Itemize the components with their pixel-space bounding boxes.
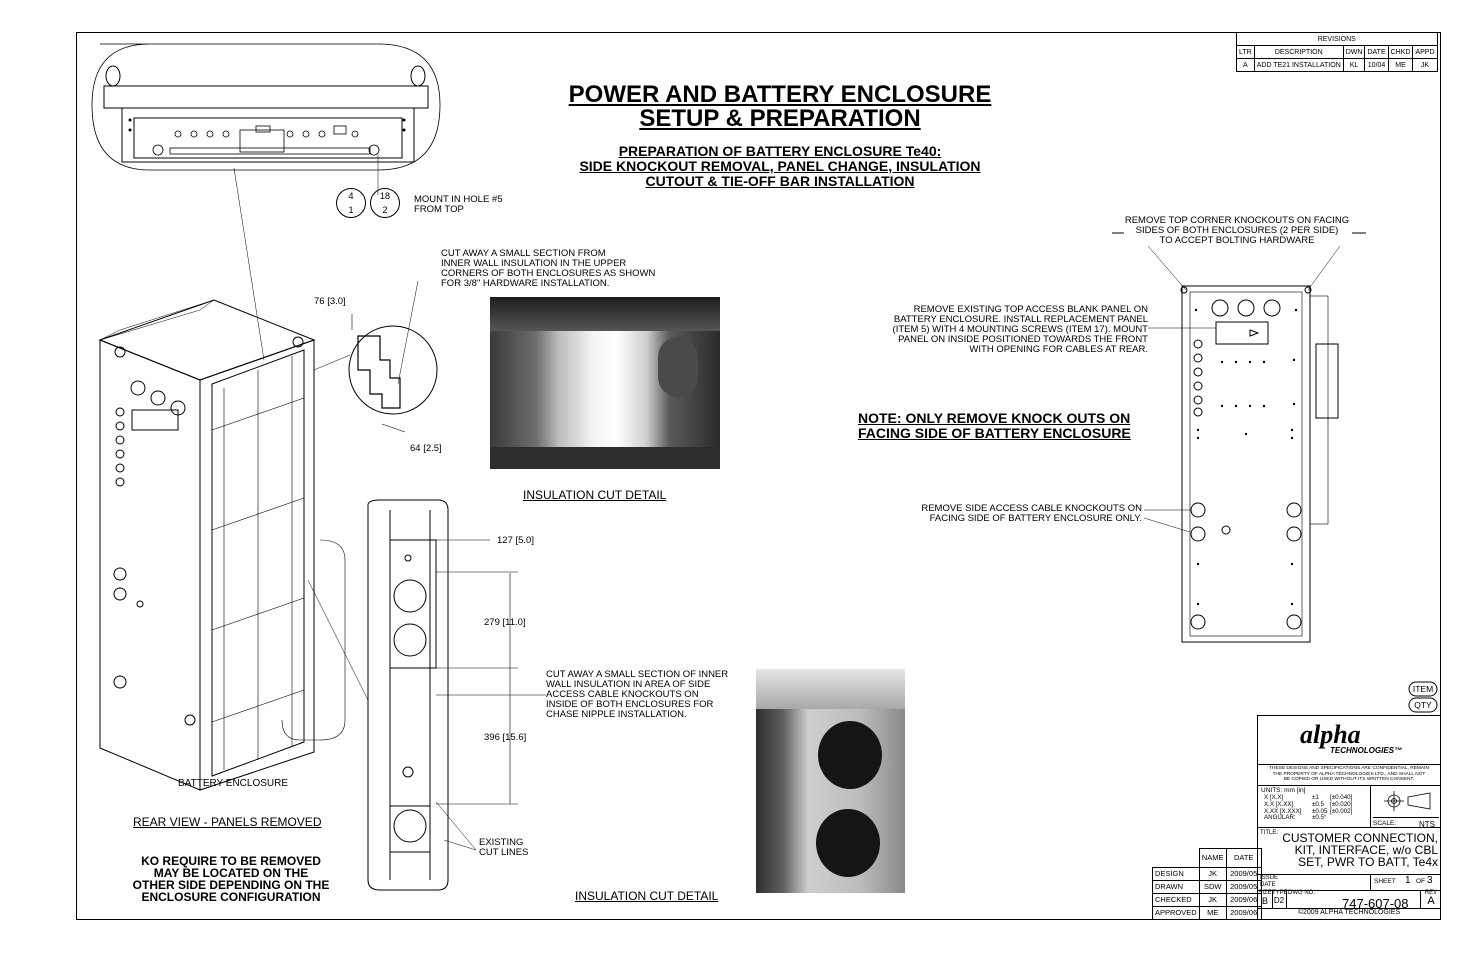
title-block: alpha TECHNOLOGIES™ THESE DESIGNS AND SP… xyxy=(1257,715,1441,920)
rev-chkd: ME xyxy=(1387,58,1414,72)
subtitle-line-1: PREPARATION OF BATTERY ENCLOSURE Te40: xyxy=(618,143,942,159)
dimension-76: 76 [3.0] xyxy=(314,296,346,307)
units-label: UNITS: mm [in] xyxy=(1261,787,1306,794)
rev-dwn: KL xyxy=(1342,58,1366,72)
dwg-no-label: DWG NO. xyxy=(1288,890,1315,896)
alpha-logo: alpha xyxy=(1300,720,1361,749)
copyright: ©2009 ALPHA TECHNOLOGIES xyxy=(1258,908,1440,916)
dimension-127: 127 [5.0] xyxy=(497,535,534,546)
sheet-row: SHEET 1 OF 3 xyxy=(1370,874,1441,890)
approvals-col-date: DATE xyxy=(1225,848,1262,868)
insulation-photo-1 xyxy=(490,297,720,469)
dimension-279: 279 [11.0] xyxy=(484,617,526,628)
remove-top-access-note: REMOVE EXISTING TOP ACCESS BLANK PANEL O… xyxy=(892,304,1148,355)
tolerance-table: X [X.X]±1[±0.040] X.X [X.XX]±0.5[±0.020]… xyxy=(1264,794,1353,822)
caption-battery-enclosure: BATTERY ENCLOSURE xyxy=(178,778,289,789)
revisions-table: REVISIONS LTR DESCRIPTION DWN DATE CHKD … xyxy=(1236,32,1438,72)
approvals-col-name: NAME xyxy=(1198,848,1227,868)
rev-date: 10/04 xyxy=(1364,58,1389,72)
alpha-logo-sub: TECHNOLOGIES™ xyxy=(1330,746,1403,755)
revisions-block: REVISIONS LTR DESCRIPTION DWN DATE CHKD … xyxy=(1236,32,1438,72)
dimension-64: 64 [2.5] xyxy=(410,443,442,454)
drawing-frame xyxy=(76,32,1441,920)
insulation-photo-2 xyxy=(756,669,905,893)
subtitle-line-2: SIDE KNOCKOUT REMOVAL, PANEL CHANGE, INS… xyxy=(579,158,981,174)
dwg-no-value: 747-607-08 xyxy=(1342,896,1409,911)
item-label: ITEM xyxy=(1412,684,1434,694)
rev-description: ADD TE21 INSTALLATION xyxy=(1253,58,1344,72)
subtitle-line-3: CUTOUT & TIE-OFF BAR INSTALLATION xyxy=(645,173,915,189)
confidential-notice: THESE DESIGNS AND SPECIFICATIONS ARE CON… xyxy=(1269,766,1429,782)
scale-row: SCALE:NTS xyxy=(1373,817,1439,829)
revision-row: A ADD TE21 INSTALLATION KL 10/04 ME JK xyxy=(1236,58,1438,72)
third-angle-projection-icon xyxy=(1384,791,1431,811)
qty-label: QTY xyxy=(1414,700,1432,710)
title-label: TITLE: xyxy=(1260,830,1279,836)
title-line-1: POWER AND BATTERY ENCLOSURE xyxy=(568,81,992,108)
projection-symbol-area: SCALE:NTS xyxy=(1370,785,1441,829)
logo-area: alpha TECHNOLOGIES™ xyxy=(1258,716,1440,765)
title-line-2: SETUP & PREPARATION xyxy=(639,105,921,132)
drawing-title: CUSTOMER CONNECTION,KIT, INTERFACE, w/o … xyxy=(1282,831,1438,869)
caption-rear-view: REAR VIEW - PANELS REMOVED xyxy=(133,815,322,829)
caption-insulation-cut-1: INSULATION CUT DETAIL xyxy=(523,488,667,502)
rev-appd: JK xyxy=(1412,58,1438,72)
dimension-396: 396 [15.6] xyxy=(484,732,527,743)
caption-insulation-cut-2: INSULATION CUT DETAIL xyxy=(575,889,719,903)
